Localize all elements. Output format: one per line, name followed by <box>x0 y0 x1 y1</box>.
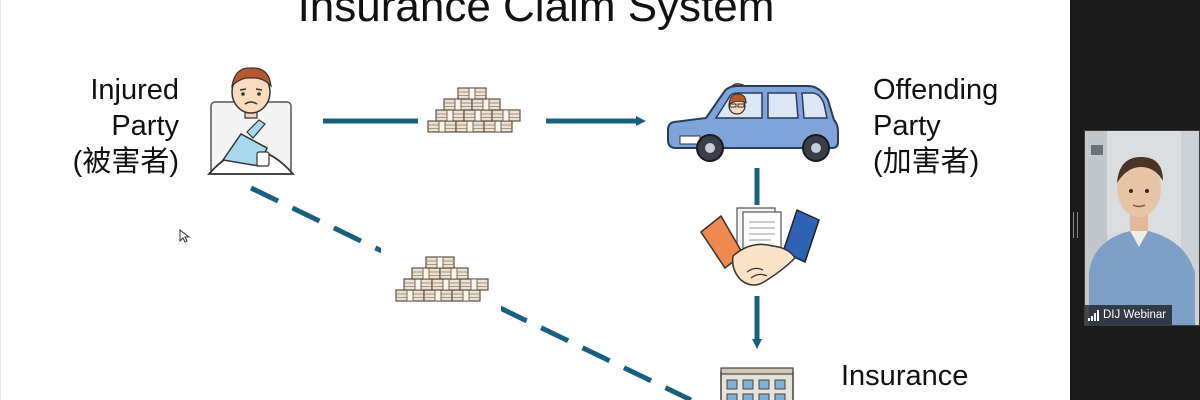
car-icon <box>667 83 839 162</box>
presentation-slide: Insurance Claim System <box>0 0 999 400</box>
insurance-label: Insurance <box>841 360 969 392</box>
participant-name-tag: DIJ Webinar <box>1085 305 1173 325</box>
participant-video-tile[interactable]: DIJ Webinar <box>1084 130 1200 326</box>
handshake-agreement-icon <box>699 207 820 286</box>
claim-flow-diagram <box>179 67 839 400</box>
video-sidebar: DIJ Webinar <box>1070 0 1200 400</box>
participant-video-feed <box>1085 131 1199 325</box>
offending-party-label: Offending Party (加害者) <box>873 74 999 178</box>
participant-name: DIJ Webinar <box>1103 309 1167 321</box>
money-stack-icon <box>428 88 520 132</box>
sidebar-resize-handle[interactable] <box>1073 212 1078 238</box>
injured-person-icon <box>207 67 295 175</box>
insurance-building-icon <box>720 367 794 400</box>
slide-title: Insurance Claim System <box>297 0 775 31</box>
injured-party-label: Injured Party (被害者) <box>72 74 179 178</box>
mouse-cursor-icon <box>179 228 191 243</box>
connection-signal-icon <box>1088 309 1099 321</box>
